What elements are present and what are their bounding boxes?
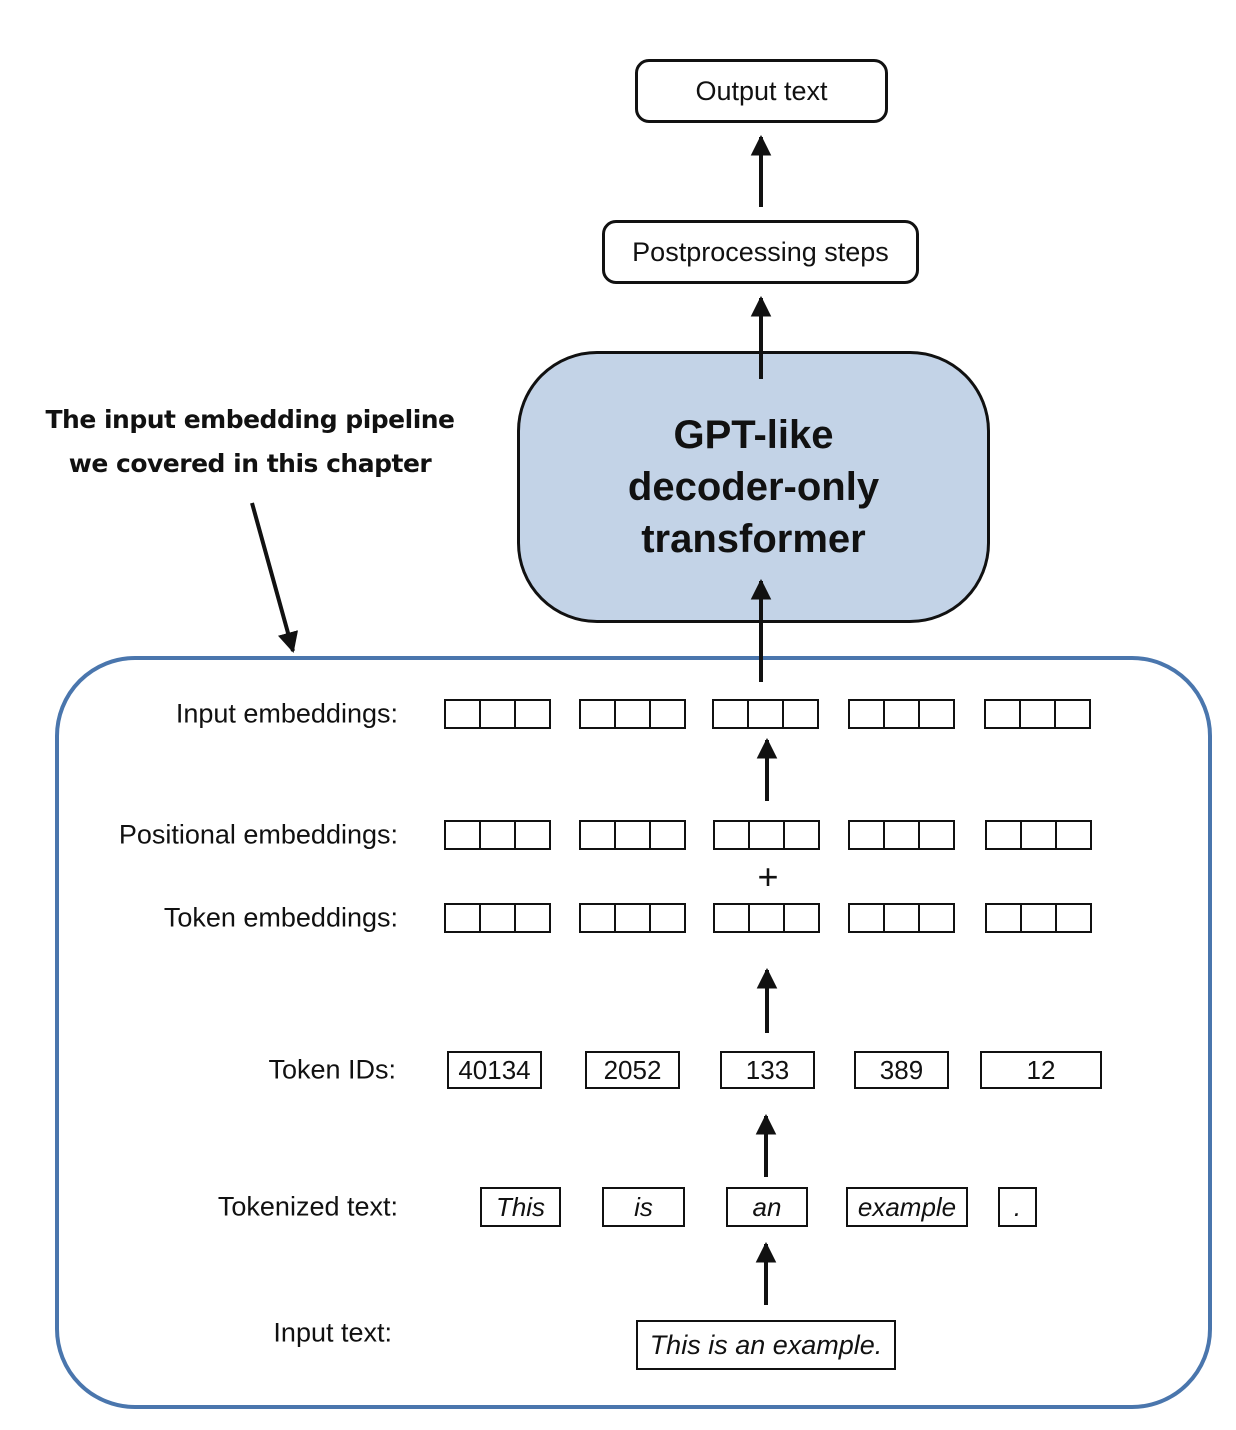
embedding-cell [783,820,820,850]
postprocessing-label: Postprocessing steps [632,236,889,267]
token-id-box: 12 [980,1051,1102,1089]
token-id-box: 2052 [585,1051,680,1089]
positional-embedding-vector [579,820,686,850]
embedding-cell [514,699,551,729]
annotation-line2: we covered in this chapter [68,449,432,478]
token-embeddings-label: Token embeddings: [163,902,398,933]
token-id-box: 40134 [447,1051,542,1089]
embedding-cell [782,699,819,729]
input-text-box: This is an example. [636,1320,896,1370]
annotation-line1: The input embedding pipeline [45,405,455,434]
embedding-cell [918,699,955,729]
positional-embedding-vector [848,820,955,850]
token-box: example [846,1187,968,1227]
positional-embedding-vector [444,820,551,850]
output-text-label: Output text [695,75,828,106]
token-box: is [602,1187,685,1227]
positional-embedding-vector [713,820,820,850]
input-embedding-vector [444,699,551,729]
pipeline-annotation: The input embedding pipeline we covered … [40,398,460,486]
output-text-box: Output text [635,59,888,123]
embedding-cell [514,903,551,933]
embedding-cell [918,820,955,850]
token-ids-label: Token IDs: [268,1054,396,1085]
decoder-title-line2: decoder-only [627,465,880,509]
token-box: . [998,1187,1037,1227]
token-box: This [480,1187,561,1227]
decoder-title-line1: GPT-like [673,413,834,457]
embedding-cell [1055,820,1092,850]
positional-embedding-vector [985,820,1092,850]
input-embeddings-label: Input embeddings: [175,698,398,729]
token-box: an [726,1187,808,1227]
embedding-cell [783,903,820,933]
token-id-box: 389 [854,1051,949,1089]
input-embedding-vector [712,699,819,729]
embedding-cell [649,903,686,933]
input-embedding-vector [579,699,686,729]
input-embedding-pipeline [55,656,1212,1409]
tokenized-text-label: Tokenized text: [217,1191,398,1222]
input-text-label: Input text: [273,1317,392,1348]
embedding-cell [918,903,955,933]
token-embedding-vector [579,903,686,933]
token-embedding-vector [848,903,955,933]
token-embedding-vector [444,903,551,933]
token-embedding-vector [713,903,820,933]
token-id-box: 133 [720,1051,815,1089]
token-embedding-vector [985,903,1092,933]
postprocessing-box: Postprocessing steps [602,220,919,284]
embedding-cell [649,699,686,729]
embedding-cell [649,820,686,850]
embedding-cell [1054,699,1091,729]
decoder-title-line3: transformer [641,517,866,561]
input-embedding-vector [984,699,1091,729]
decoder-transformer-block: GPT-like decoder-only transformer [517,351,990,623]
embedding-cell [1055,903,1092,933]
input-embedding-vector [848,699,955,729]
positional-embeddings-label: Positional embeddings: [118,819,398,850]
plus-sign: + [757,856,779,897]
annotation-arrow [250,502,299,654]
embedding-cell [514,820,551,850]
